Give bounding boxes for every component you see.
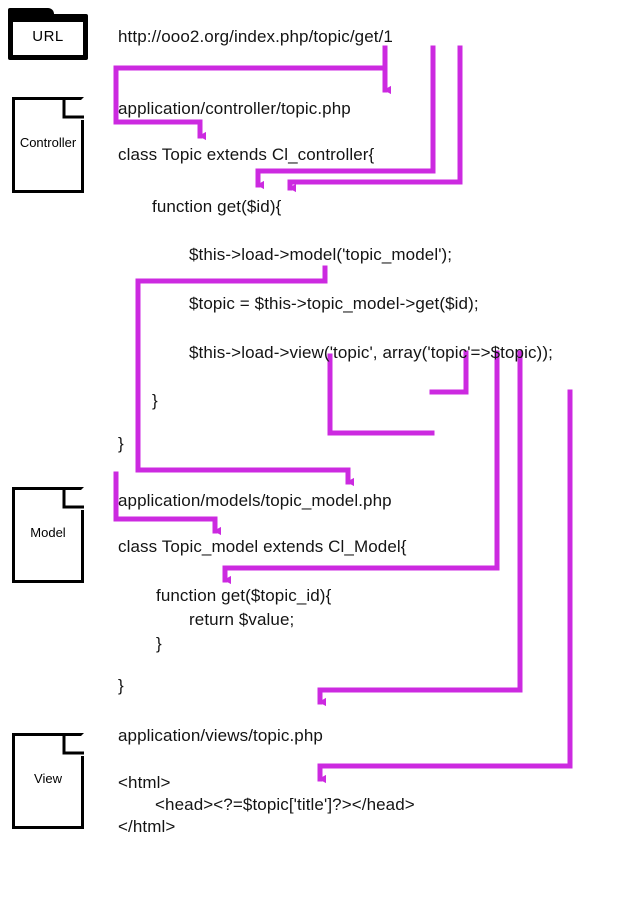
code-model-close-function: }: [156, 634, 162, 653]
code-load-model: $this->load->model('topic_model');: [189, 245, 453, 264]
code-model-class: class Topic_model extends Cl_Model{: [118, 537, 407, 556]
stencil-url-label: URL: [32, 28, 64, 45]
code-view-html-open: <html>: [118, 773, 171, 792]
code-view-path: application/views/topic.php: [118, 726, 323, 745]
code-controller-class: class Topic extends Cl_controller{: [118, 145, 375, 164]
stencil-view: View: [12, 731, 86, 829]
stencil-view-label: View: [34, 771, 62, 786]
code-model-function: function get($topic_id){: [156, 586, 332, 605]
code-call-model: $topic = $this->topic_model->get($id);: [189, 294, 479, 313]
stencil-controller-label: Controller: [19, 135, 77, 150]
stencil-controller: Controller: [12, 95, 86, 193]
code-controller-path: application/controller/topic.php: [118, 99, 351, 118]
stencil-model: Model: [12, 485, 86, 583]
code-model-close-class: }: [118, 676, 124, 695]
page-fold-icon: [61, 731, 86, 756]
code-load-view: $this->load->view('topic', array('topic'…: [189, 343, 553, 362]
code-close-class: }: [118, 434, 124, 453]
page-fold-icon: [61, 95, 86, 120]
wire-topic-var-to-view-head: [317, 389, 573, 784]
code-close-function: }: [152, 391, 158, 410]
wire-url-to-controller-path: [113, 45, 388, 141]
folder-tab: [8, 8, 54, 17]
wire-model-return-to-view-file: [317, 350, 523, 707]
code-url: http://ooo2.org/index.php/topic/get/1: [118, 27, 393, 46]
page-fold-icon: [61, 485, 86, 510]
code-model-path: application/models/topic_model.php: [118, 491, 392, 510]
wire-array-bracket: [327, 353, 435, 436]
folder-icon: URL: [8, 8, 88, 60]
code-view-head: <head><?=$topic['title']?></head>: [155, 795, 415, 814]
code-view-html-close: </html>: [118, 817, 176, 836]
code-controller-function: function get($id){: [152, 197, 282, 216]
code-model-return: return $value;: [189, 610, 295, 629]
folder-inner: [12, 21, 84, 56]
stencil-url: URL: [0, 0, 100, 70]
stencil-model-label: Model: [30, 525, 66, 540]
